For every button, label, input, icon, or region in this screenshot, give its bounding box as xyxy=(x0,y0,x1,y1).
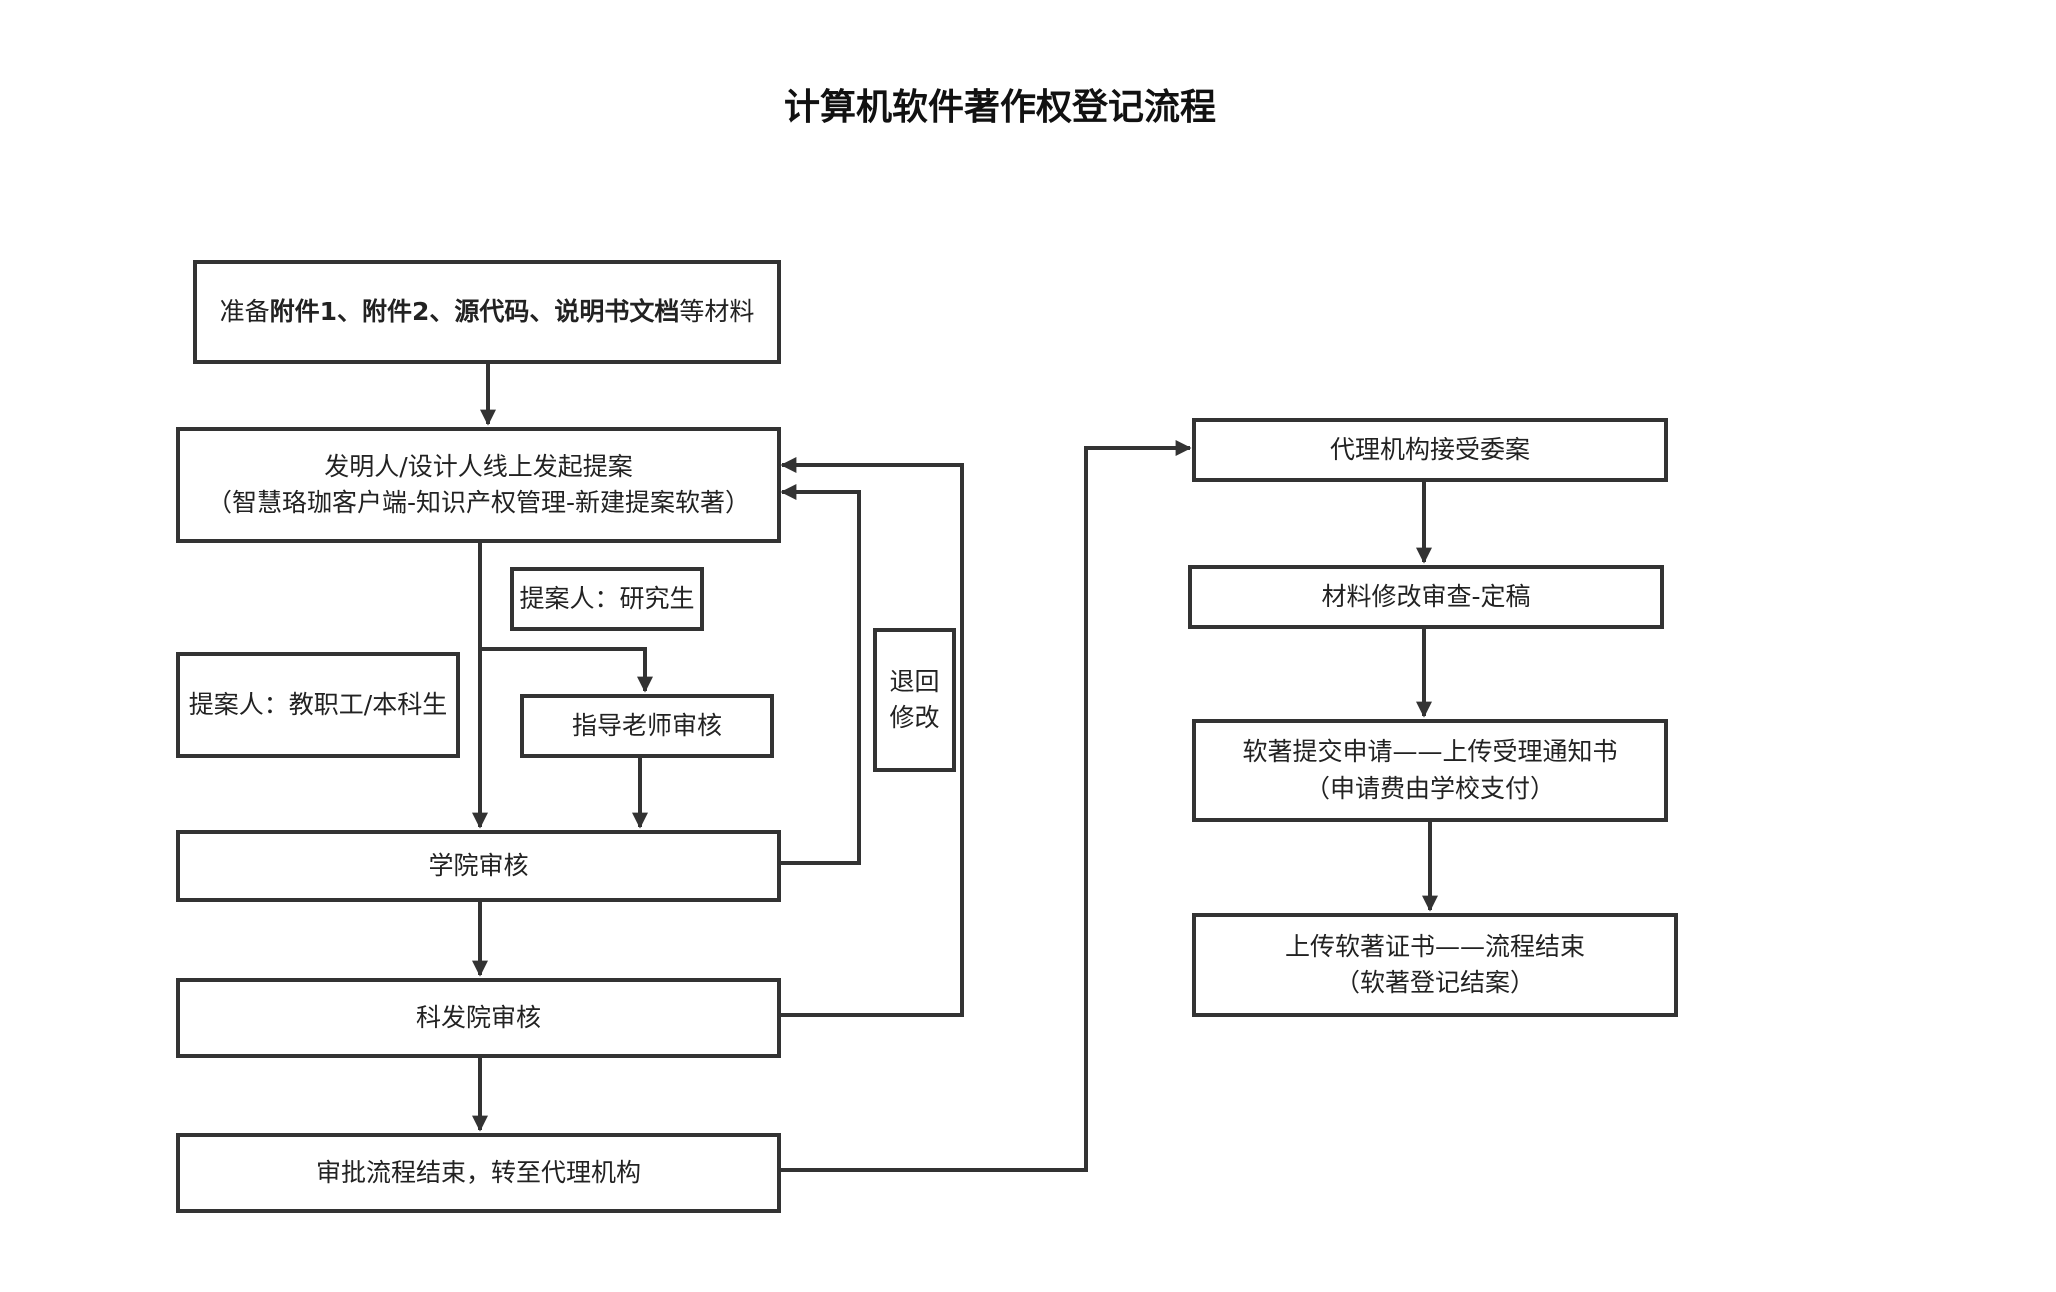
initiate-proposal-box: 发明人/设计人线上发起提案 （智慧珞珈客户端-知识产权管理-新建提案软著） xyxy=(176,427,781,543)
approval-end-box: 审批流程结束，转至代理机构 xyxy=(176,1133,781,1213)
submit-line1: 软著提交申请——上传受理通知书 xyxy=(1242,737,1618,767)
prepare-materials-text: 准备附件1、附件2、源代码、说明书文档等材料 xyxy=(220,294,755,330)
submit-line2: （申请费由学校支付） xyxy=(1304,773,1555,803)
return-line1: 退回 xyxy=(889,666,940,696)
prepare-materials-box: 准备附件1、附件2、源代码、说明书文档等材料 xyxy=(193,260,781,364)
prepare-prefix: 准备 xyxy=(219,296,270,326)
proposer-staff-box: 提案人：教职工/本科生 xyxy=(176,652,460,758)
return-modify-box: 退回 修改 xyxy=(873,628,956,772)
arrow-college-return xyxy=(780,484,861,865)
upload-cert-line2: （软著登记结案） xyxy=(1334,968,1535,997)
initiate-line2: （智慧珞珈客户端-知识产权管理-新建提案软著） xyxy=(206,488,751,517)
research-review-box: 科发院审核 xyxy=(176,978,781,1058)
upload-cert-line1: 上传软著证书——流程结束 xyxy=(1284,931,1585,961)
advisor-review-box: 指导老师审核 xyxy=(520,694,774,758)
prepare-suffix: 等材料 xyxy=(679,296,755,326)
arrow-branch-to-advisor xyxy=(480,647,653,693)
arrow-research-return xyxy=(780,457,964,1017)
college-review-box: 学院审核 xyxy=(176,830,781,902)
proposer-student-box: 提案人：研究生 xyxy=(510,567,704,631)
prepare-bold: 附件1、附件2、源代码、说明书文档 xyxy=(269,296,680,326)
material-review-box: 材料修改审查-定稿 xyxy=(1188,565,1664,629)
agency-accept-box: 代理机构接受委案 xyxy=(1192,418,1668,482)
initiate-line1: 发明人/设计人线上发起提案 xyxy=(324,451,633,481)
arrow-end-to-agency xyxy=(780,440,1192,1172)
submit-application-box: 软著提交申请——上传受理通知书 （申请费由学校支付） xyxy=(1192,719,1668,822)
page-title: 计算机软件著作权登记流程 xyxy=(783,87,1216,128)
upload-certificate-box: 上传软著证书——流程结束 （软著登记结案） xyxy=(1192,913,1678,1017)
return-line2: 修改 xyxy=(889,703,940,732)
